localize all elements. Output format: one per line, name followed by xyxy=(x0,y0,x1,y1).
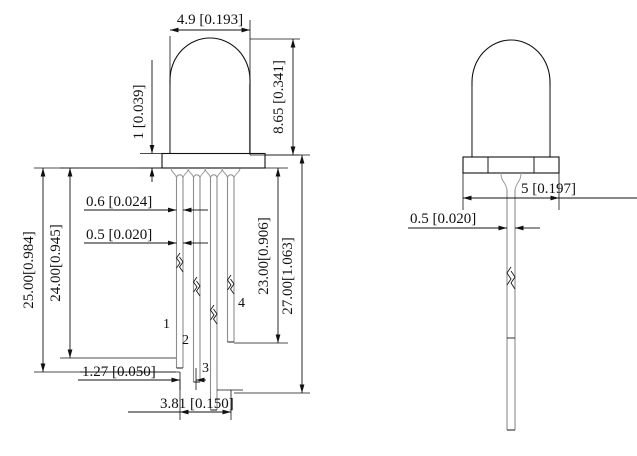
dim-label-flange-thickness: 1 [0.039] xyxy=(131,85,147,140)
dim-label-lead-width-lower: 0.5 [0.020] xyxy=(86,227,152,243)
side-view-group: 5 [0.197] 0.5 [0.020] xyxy=(408,39,637,431)
dim-label-flange-diameter: 5 [0.197] xyxy=(521,181,576,197)
dim-lead-thickness: 0.5 [0.020] xyxy=(408,211,540,231)
dim-label-lead-width-upper: 0.6 [0.024] xyxy=(86,194,152,210)
dim-label-pitch-small: 1.27 [0.050] xyxy=(82,364,156,380)
dim-label-overall-left-outer: 25.00[0.984] xyxy=(21,231,37,309)
dim-label-overall-right-inner: 23.00[0.906] xyxy=(256,217,272,295)
dim-label-overall-right-outer: 27.00[1.063] xyxy=(280,237,296,315)
dim-label-lead-thickness: 0.5 [0.020] xyxy=(410,211,476,227)
dim-label-overall-left-inner: 24.00[0.945] xyxy=(48,224,64,302)
side-led-flange xyxy=(462,156,560,174)
side-lead xyxy=(500,172,522,431)
pin-number-3: 3 xyxy=(202,361,209,376)
dim-body-height: 8.65 [0.341] xyxy=(250,38,300,156)
dim-body-width: 4.9 [0.193] xyxy=(169,12,251,155)
led-flange xyxy=(161,152,266,169)
pin-number-4: 4 xyxy=(238,296,245,311)
dim-overall-right-inner: 23.00[0.906] xyxy=(234,167,288,344)
side-led-body-outline xyxy=(471,39,551,158)
dim-overall-right-outer: 27.00[1.063] xyxy=(234,154,310,394)
dim-flange-diameter: 5 [0.197] xyxy=(462,173,637,210)
dim-label-body-height: 8.65 [0.341] xyxy=(271,60,287,134)
pin-number-2: 2 xyxy=(182,333,189,348)
front-view-group: 4.9 [0.193] 8.65 [0.341] 1 [0.039] 0.6 [… xyxy=(21,12,310,420)
led-body-outline xyxy=(169,37,251,156)
dim-lead-width-lower: 0.5 [0.020] xyxy=(84,227,208,246)
dim-flange-thickness: 1 [0.039] xyxy=(131,60,162,182)
pin-number-1: 1 xyxy=(163,317,170,332)
lead-group xyxy=(170,167,241,411)
dim-label-pitch-large: 3.81 [0.150] xyxy=(160,396,234,412)
dim-lead-width-upper: 0.6 [0.024] xyxy=(84,194,208,213)
dim-overall-left-inner: 24.00[0.945] xyxy=(48,167,176,359)
dim-label-body-width: 4.9 [0.193] xyxy=(177,12,243,28)
dim-pitch-small: 1.27 [0.050] xyxy=(78,364,206,390)
dim-pitch-large: 3.81 [0.150] xyxy=(128,380,234,420)
